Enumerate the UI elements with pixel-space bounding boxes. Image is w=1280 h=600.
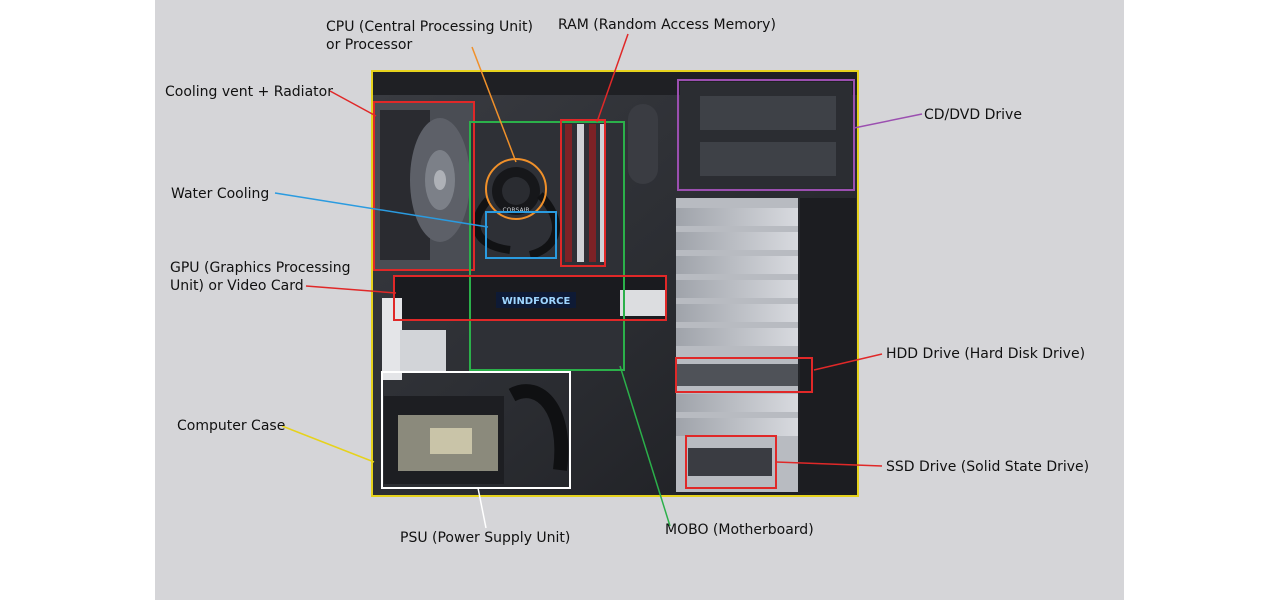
- pc-photo: CORSAIR WINDFORCE: [372, 71, 858, 496]
- mobo-leader: [619, 365, 671, 527]
- hdd-leader: [813, 353, 883, 371]
- cpu-leader: [471, 46, 517, 163]
- motherboard-box: [469, 121, 625, 371]
- gpu-label-line-2: Unit) or Video Card: [170, 278, 304, 294]
- cd-dvd-leader: [853, 113, 923, 129]
- cd-dvd-box: [677, 79, 855, 191]
- cpu-label: CPU (Central Processing Unit) or Process…: [326, 18, 533, 54]
- ram-box: [560, 119, 606, 267]
- gpu-leader: [305, 285, 397, 294]
- ram-leader: [596, 33, 629, 123]
- mobo-label: MOBO (Motherboard): [665, 522, 814, 538]
- leader-lines: [274, 33, 923, 529]
- psu-leader: [477, 487, 487, 529]
- ssd-label: SSD Drive (Solid State Drive): [886, 459, 1090, 475]
- hdd-label: HDD Drive (Hard Disk Drive): [886, 346, 1086, 362]
- ssd-leader: [775, 461, 883, 467]
- computer-case-label: Computer Case: [177, 418, 286, 434]
- cpu-label-line-2: or Processor: [326, 37, 413, 53]
- psu-box: [381, 371, 571, 489]
- cooling-vent-leader: [329, 90, 377, 117]
- drive-cage-photo: [676, 198, 798, 492]
- cpu-label-line-1: CPU (Central Processing Unit): [326, 19, 533, 35]
- cpu-circle: [485, 158, 547, 220]
- gpu-brand-text: WINDFORCE: [502, 296, 571, 307]
- expansion-slots-photo: [382, 298, 446, 380]
- computer-case-leader: [281, 425, 375, 463]
- cooling-vent-box: [373, 101, 475, 271]
- radiator-fan-photo: [374, 102, 474, 270]
- gpu-label-line-1: GPU (Graphics Processing: [170, 260, 351, 276]
- cooling-vent-label: Cooling vent + Radiator: [165, 84, 333, 100]
- case-side-panel: [800, 198, 856, 492]
- gpu-box: [393, 275, 667, 321]
- hdd-box: [675, 357, 813, 393]
- cd-dvd-label: CD/DVD Drive: [924, 107, 1022, 123]
- gpu-label: GPU (Graphics Processing Unit) or Video …: [170, 259, 350, 295]
- water-cooling-leader: [274, 192, 489, 228]
- water-cooling-box: [485, 211, 557, 259]
- psu-label: PSU (Power Supply Unit): [400, 530, 571, 546]
- water-cooling-label: Water Cooling: [171, 186, 270, 202]
- ram-label: RAM (Random Access Memory): [558, 17, 776, 33]
- cpu-brand-text: CORSAIR: [502, 207, 529, 214]
- ram-sticks-photo: [565, 124, 604, 262]
